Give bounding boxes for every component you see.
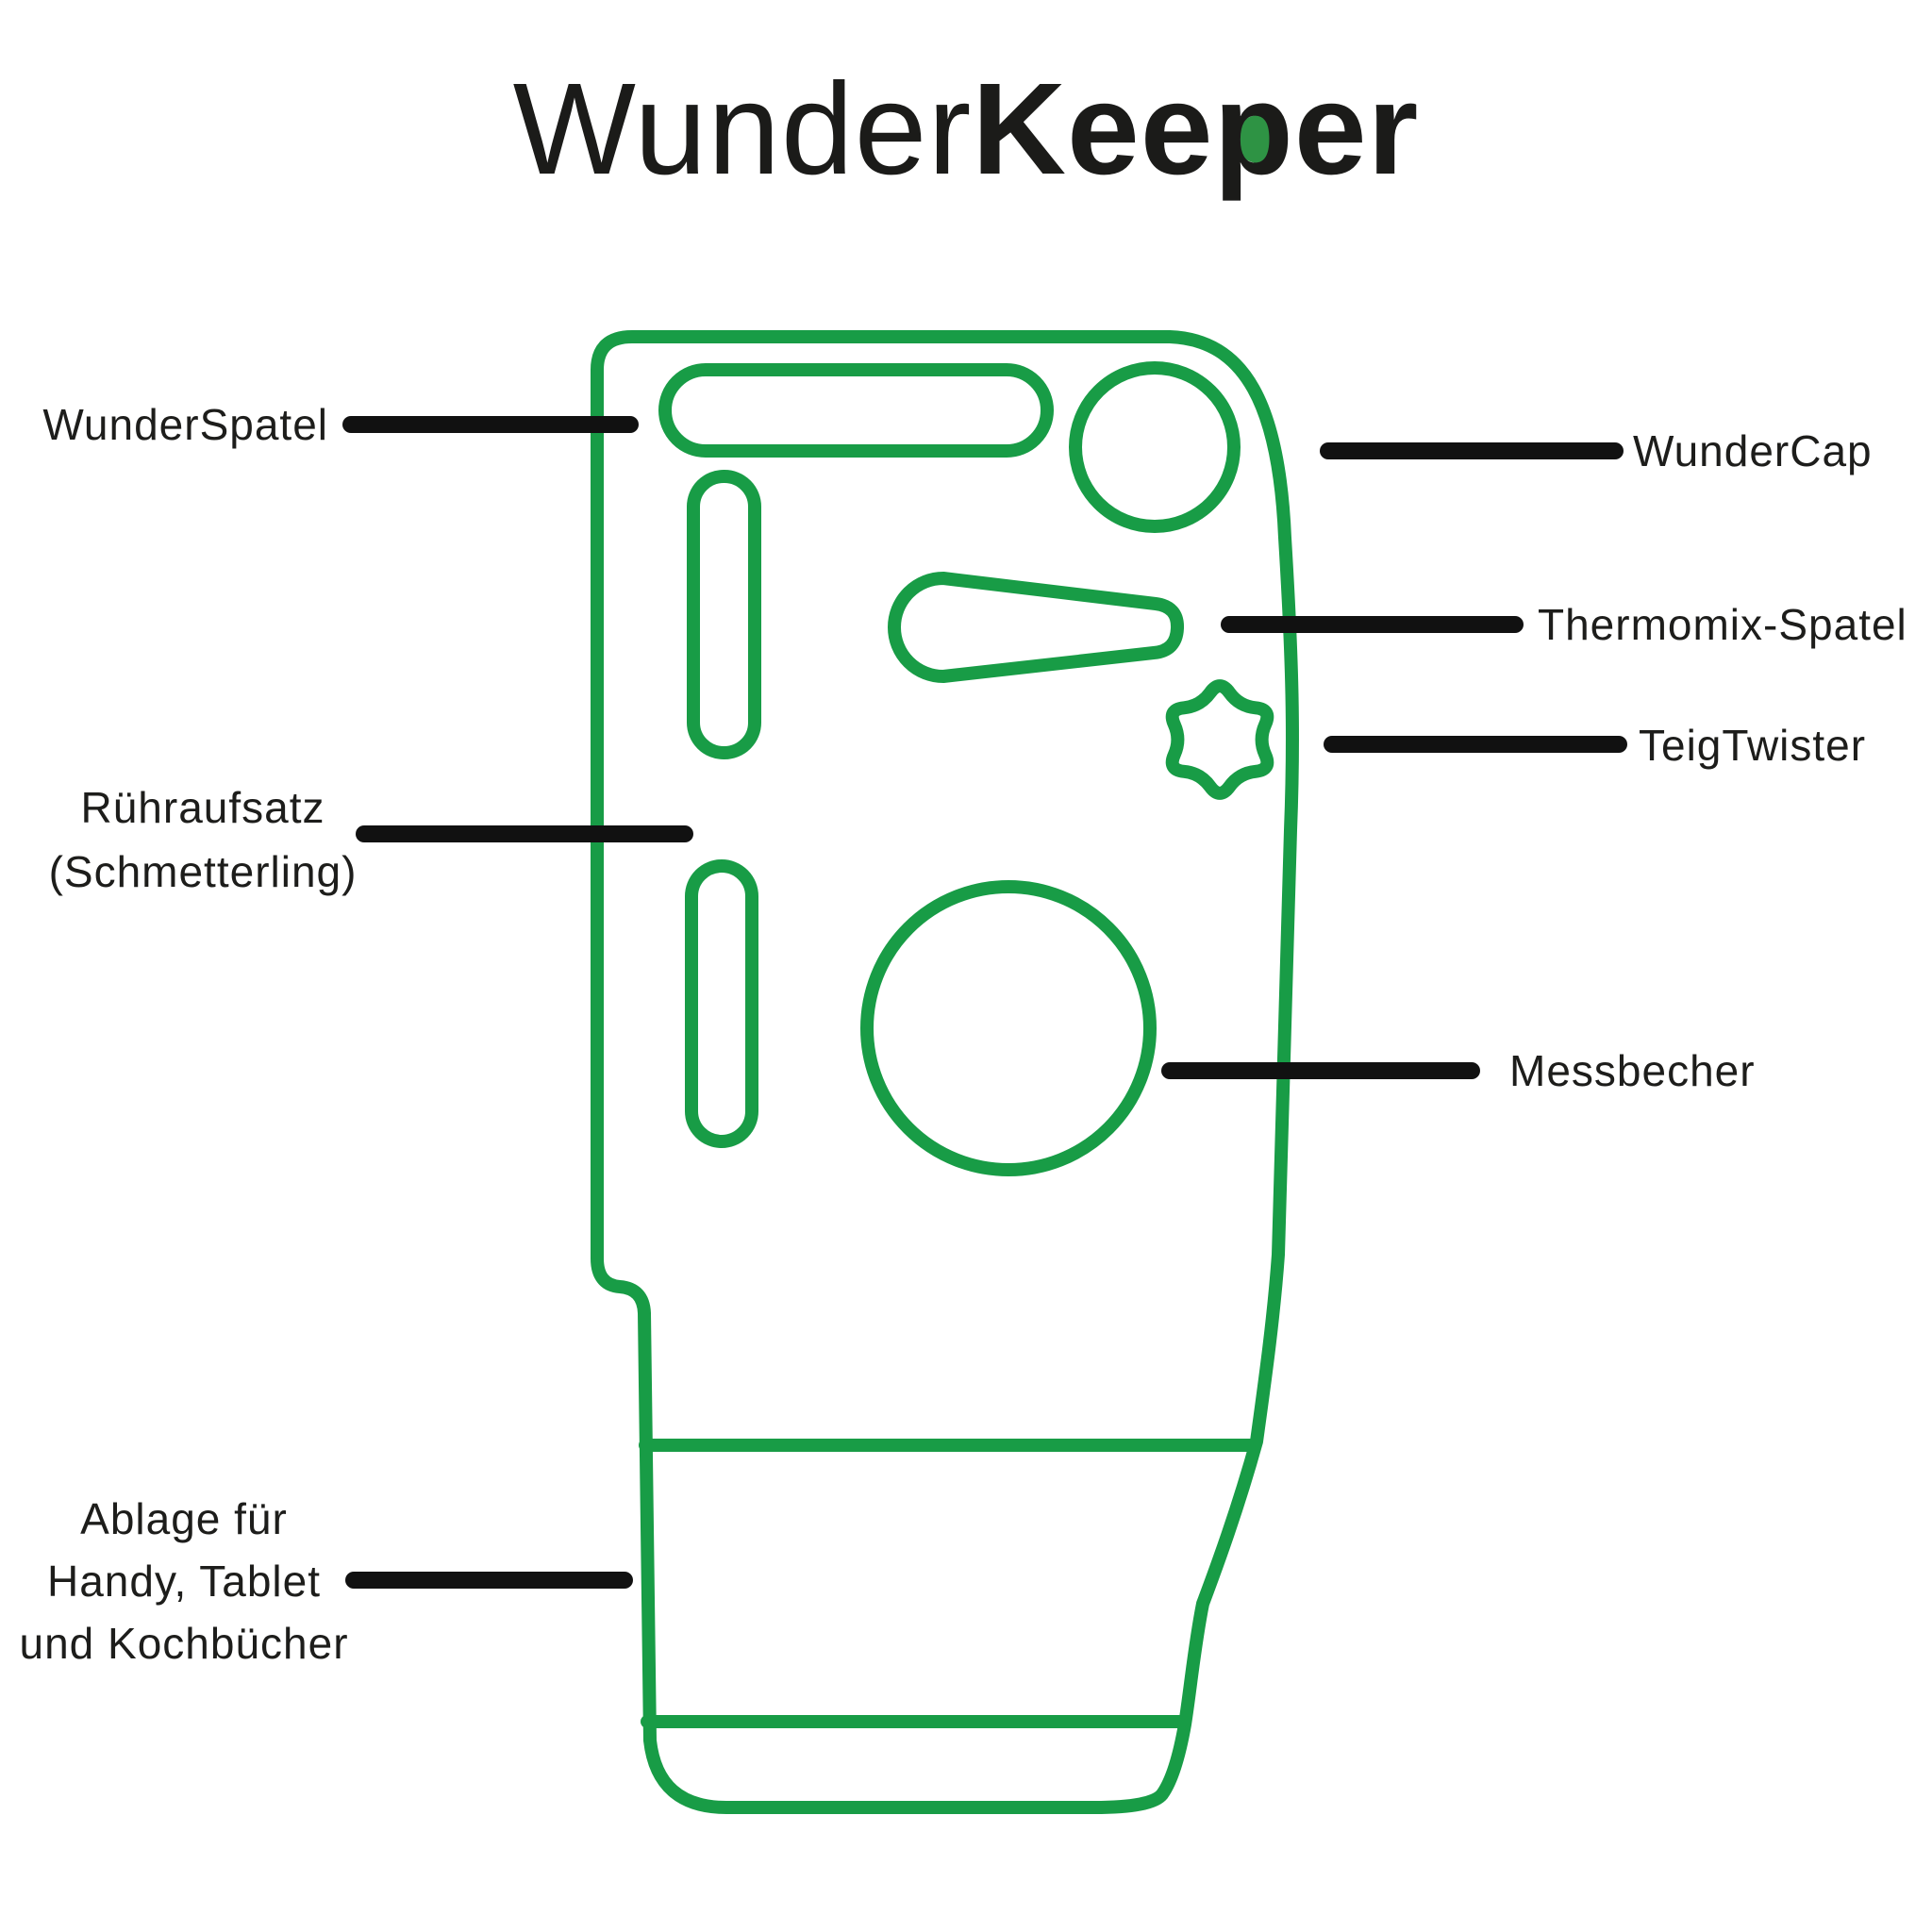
label-ablage-line2: Handy, Tablet bbox=[46, 1557, 322, 1606]
messbecher-hole bbox=[860, 880, 1157, 1176]
label-wunderspatel: WunderSpatel bbox=[42, 400, 328, 449]
label-ruehraufsatz: Rühraufsatz (Schmetterling) bbox=[0, 775, 406, 904]
wunderspatel-slot bbox=[658, 363, 1054, 458]
logo-text-bold-post: er bbox=[1293, 57, 1420, 202]
label-ruehraufsatz-line1: Rühraufsatz bbox=[80, 783, 325, 832]
butterfly-slot-upper bbox=[687, 470, 761, 759]
label-ablage: Ablage für Handy, Tablet und Kochbücher bbox=[0, 1488, 368, 1674]
logo-letter-p: p bbox=[1214, 58, 1294, 202]
label-ruehraufsatz-line2: (Schmetterling) bbox=[48, 847, 358, 896]
logo-letter-p-glyph: p bbox=[1213, 57, 1294, 202]
wundercap-hole bbox=[1069, 361, 1241, 533]
label-ablage-line1: Ablage für bbox=[80, 1494, 288, 1543]
butterfly-slot-lower bbox=[685, 859, 758, 1148]
label-wundercap: WunderCap bbox=[1633, 426, 1873, 475]
label-messbecher: Messbecher bbox=[1509, 1046, 1756, 1095]
logo-text-light: Wunder bbox=[512, 57, 973, 202]
label-ablage-line3: und Kochbücher bbox=[19, 1619, 349, 1668]
logo-text-bold-pre: Kee bbox=[972, 57, 1214, 202]
thermomix-spatel-slot bbox=[888, 572, 1184, 683]
organizer-outline bbox=[591, 330, 1299, 1814]
label-teigtwister: TeigTwister bbox=[1639, 721, 1867, 770]
label-thermomix-spatel: Thermomix-Spatel bbox=[1538, 600, 1907, 649]
teigtwister-hole bbox=[1165, 679, 1274, 800]
